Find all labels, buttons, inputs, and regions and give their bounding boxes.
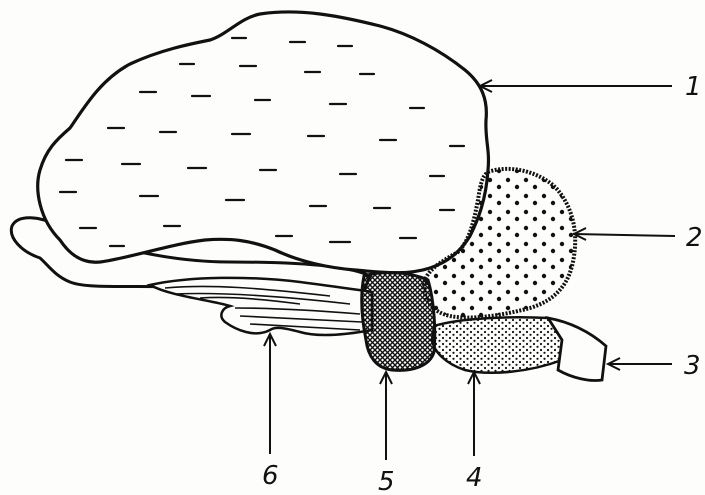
arrow-2 xyxy=(574,234,675,236)
label-4: 4 xyxy=(466,463,483,493)
label-6: 6 xyxy=(262,461,279,491)
label-5: 5 xyxy=(378,467,395,495)
medulla xyxy=(432,317,566,372)
midbrain xyxy=(362,273,435,371)
label-1: 1 xyxy=(685,72,702,102)
cerebrum xyxy=(38,12,489,273)
label-3: 3 xyxy=(684,351,701,381)
label-2: 2 xyxy=(686,223,703,253)
